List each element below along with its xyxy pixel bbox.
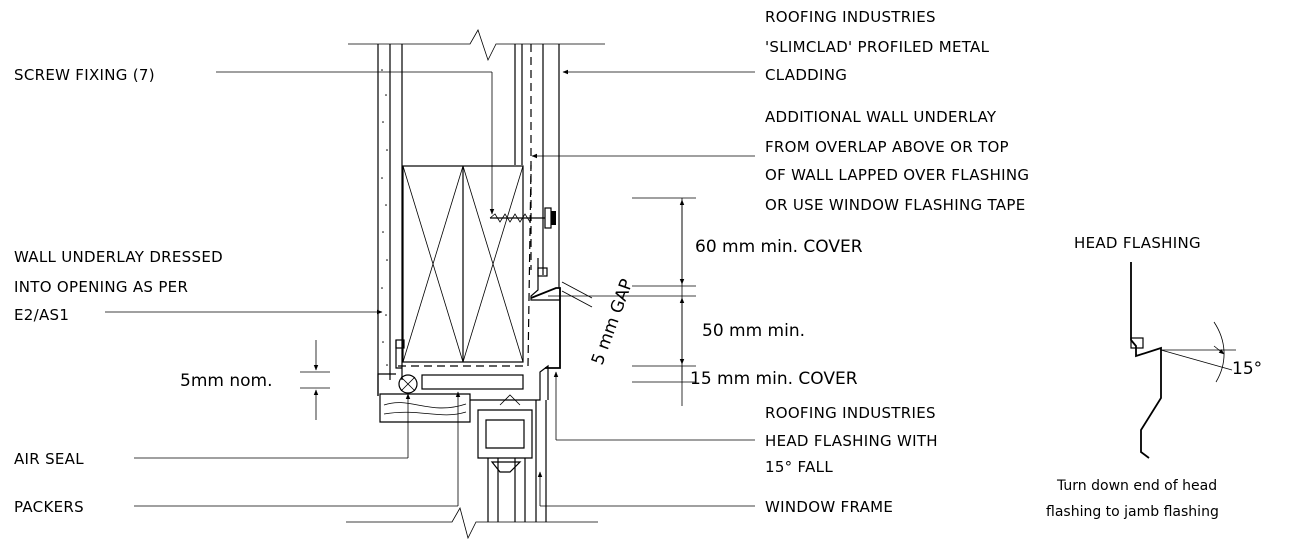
svg-text:'SLIMCLAD' PROFILED METAL: 'SLIMCLAD' PROFILED METAL: [765, 38, 990, 56]
turn-down-note: Turn down end of head flashing to jamb f…: [1046, 478, 1219, 520]
head-flashing-profile: [1130, 262, 1236, 459]
wall-underlay-label: WALL UNDERLAY DRESSED INTO OPENING AS PE…: [14, 248, 223, 324]
window-frame-profile: [470, 364, 549, 522]
svg-text:flashing to jamb flashing: flashing to jamb flashing: [1046, 504, 1219, 520]
window-frame-label: WINDOW FRAME: [765, 498, 893, 516]
head-flashing-label: ROOFING INDUSTRIES HEAD FLASHING WITH 15…: [765, 404, 938, 476]
svg-text:Turn down end of head: Turn down end of head: [1056, 478, 1217, 494]
screw-fixing-label: SCREW FIXING (7): [14, 66, 155, 84]
head-flashing-in-wall: [530, 287, 561, 369]
svg-text:ADDITIONAL WALL UNDERLAY: ADDITIONAL WALL UNDERLAY: [765, 108, 997, 126]
svg-text:OF WALL LAPPED OVER FLASHING: OF WALL LAPPED OVER FLASHING: [765, 166, 1029, 184]
cover-60-label: 60 mm min. COVER: [695, 237, 863, 257]
svg-text:E2/AS1: E2/AS1: [14, 306, 69, 324]
dimension-lines: [300, 197, 696, 420]
screw-fixing: [489, 207, 556, 229]
cladding-label: ROOFING INDUSTRIES 'SLIMCLAD' PROFILED M…: [765, 8, 990, 84]
underlay-label: ADDITIONAL WALL UNDERLAY FROM OVERLAP AB…: [765, 108, 1029, 214]
lining-stipple: [381, 69, 388, 366]
gap-5-label: 5 mm GAP: [588, 276, 638, 367]
svg-text:FROM OVERLAP ABOVE OR TOP: FROM OVERLAP ABOVE OR TOP: [765, 138, 1009, 156]
leader-lines: [105, 69, 755, 507]
svg-text:INTO OPENING AS PER: INTO OPENING AS PER: [14, 278, 188, 296]
svg-text:CLADDING: CLADDING: [765, 66, 847, 84]
angle-label: 15°: [1232, 359, 1262, 379]
reveal-liner: [379, 393, 471, 423]
bottom-break-line: [346, 506, 598, 540]
cover-15-label: 15 mm min. COVER: [690, 369, 858, 389]
wall-section: [346, 29, 605, 540]
svg-text:ROOFING INDUSTRIES: ROOFING INDUSTRIES: [765, 8, 936, 26]
svg-text:ROOFING INDUSTRIES: ROOFING INDUSTRIES: [765, 404, 936, 422]
svg-text:HEAD FLASHING WITH: HEAD FLASHING WITH: [765, 432, 938, 450]
head-flashing-title: HEAD FLASHING: [1074, 234, 1201, 252]
top-break-line: [348, 29, 605, 62]
flashing-upstand: [530, 258, 560, 301]
min-50-label: 50 mm min.: [702, 321, 805, 341]
underlay-wrap: [398, 164, 532, 367]
lining-return: [377, 373, 396, 396]
svg-text:WALL UNDERLAY DRESSED: WALL UNDERLAY DRESSED: [14, 248, 223, 266]
head-liner: [421, 374, 524, 390]
air-seal-label: AIR SEAL: [14, 450, 84, 468]
nom-5-label: 5mm nom.: [180, 371, 272, 391]
svg-text:15° FALL: 15° FALL: [765, 458, 833, 476]
svg-text:OR USE WINDOW FLASHING TAPE: OR USE WINDOW FLASHING TAPE: [765, 196, 1026, 214]
air-seal-rod: [398, 374, 418, 394]
packers-label: PACKERS: [14, 498, 84, 516]
